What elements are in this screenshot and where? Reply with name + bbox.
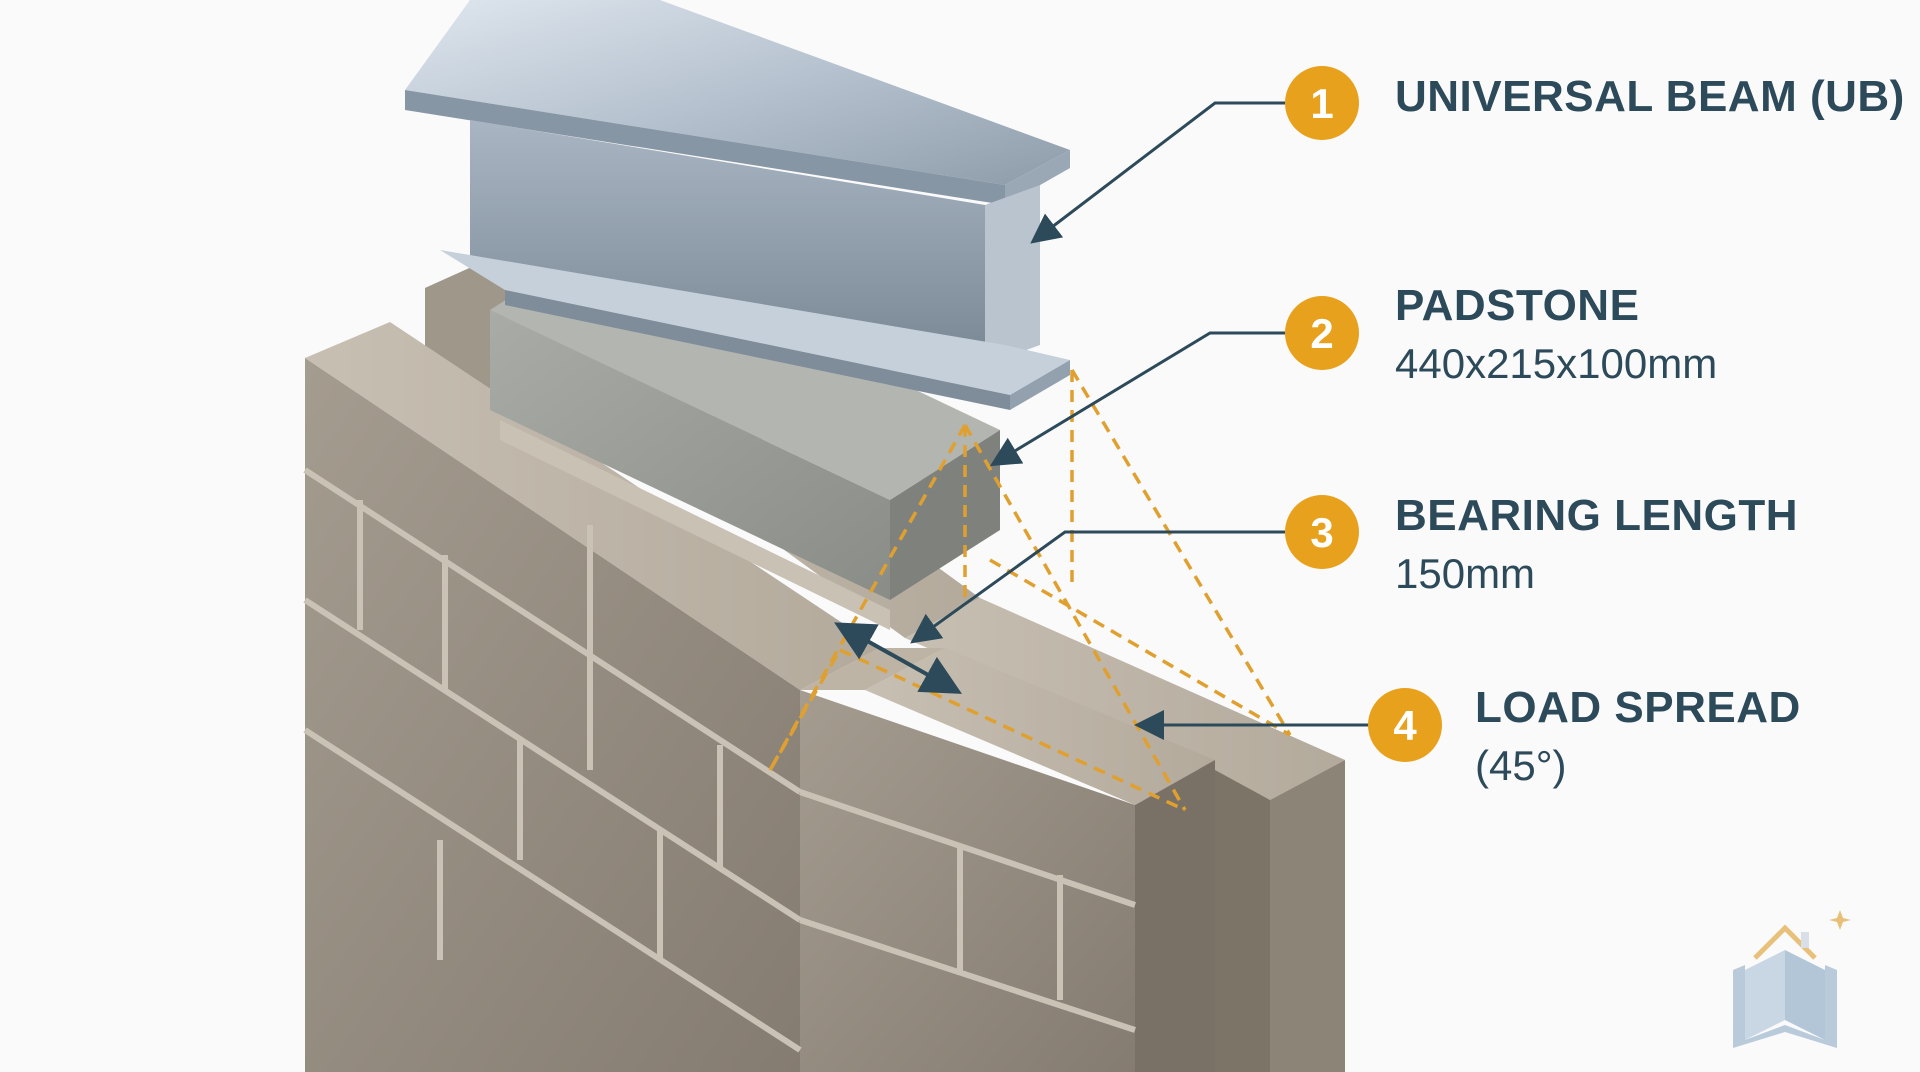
callout-4-subtitle: (45°)	[1475, 742, 1567, 789]
leader-lines	[910, 101, 1370, 740]
leader-1	[1030, 101, 1285, 244]
bearing-length-dimension-arrow	[834, 622, 962, 694]
badge-3	[1285, 495, 1359, 569]
mortar-joints	[303, 467, 1136, 1053]
callout-1: 1 UNIVERSAL BEAM (UB)	[1285, 66, 1905, 140]
callout-2-title: PADSTONE	[1395, 281, 1639, 330]
badge-1-number: 1	[1310, 80, 1333, 127]
callout-1-title: UNIVERSAL BEAM (UB)	[1395, 72, 1905, 121]
leader-2	[989, 331, 1285, 467]
callout-4: 4 LOAD SPREAD (45°)	[1368, 683, 1801, 789]
callout-4-title: LOAD SPREAD	[1475, 683, 1801, 732]
outer-leaf-front	[305, 358, 1215, 1072]
badge-4	[1368, 688, 1442, 762]
callout-3-subtitle: 150mm	[1395, 550, 1535, 597]
universal-beam	[405, 0, 1070, 410]
badge-4-number: 4	[1393, 702, 1417, 749]
badge-1	[1285, 66, 1359, 140]
callout-3: 3 BEARING LENGTH 150mm	[1285, 491, 1798, 597]
callout-2: 2 PADSTONE 440x215x100mm	[1285, 281, 1717, 387]
callout-2-subtitle: 440x215x100mm	[1395, 340, 1717, 387]
house-book-icon	[1733, 910, 1851, 1048]
badge-3-number: 3	[1310, 509, 1333, 556]
badge-2-number: 2	[1310, 310, 1333, 357]
leader-3	[910, 530, 1285, 644]
blockwork-wall	[303, 252, 1345, 1072]
callout-3-title: BEARING LENGTH	[1395, 491, 1798, 540]
badge-2	[1285, 296, 1359, 370]
